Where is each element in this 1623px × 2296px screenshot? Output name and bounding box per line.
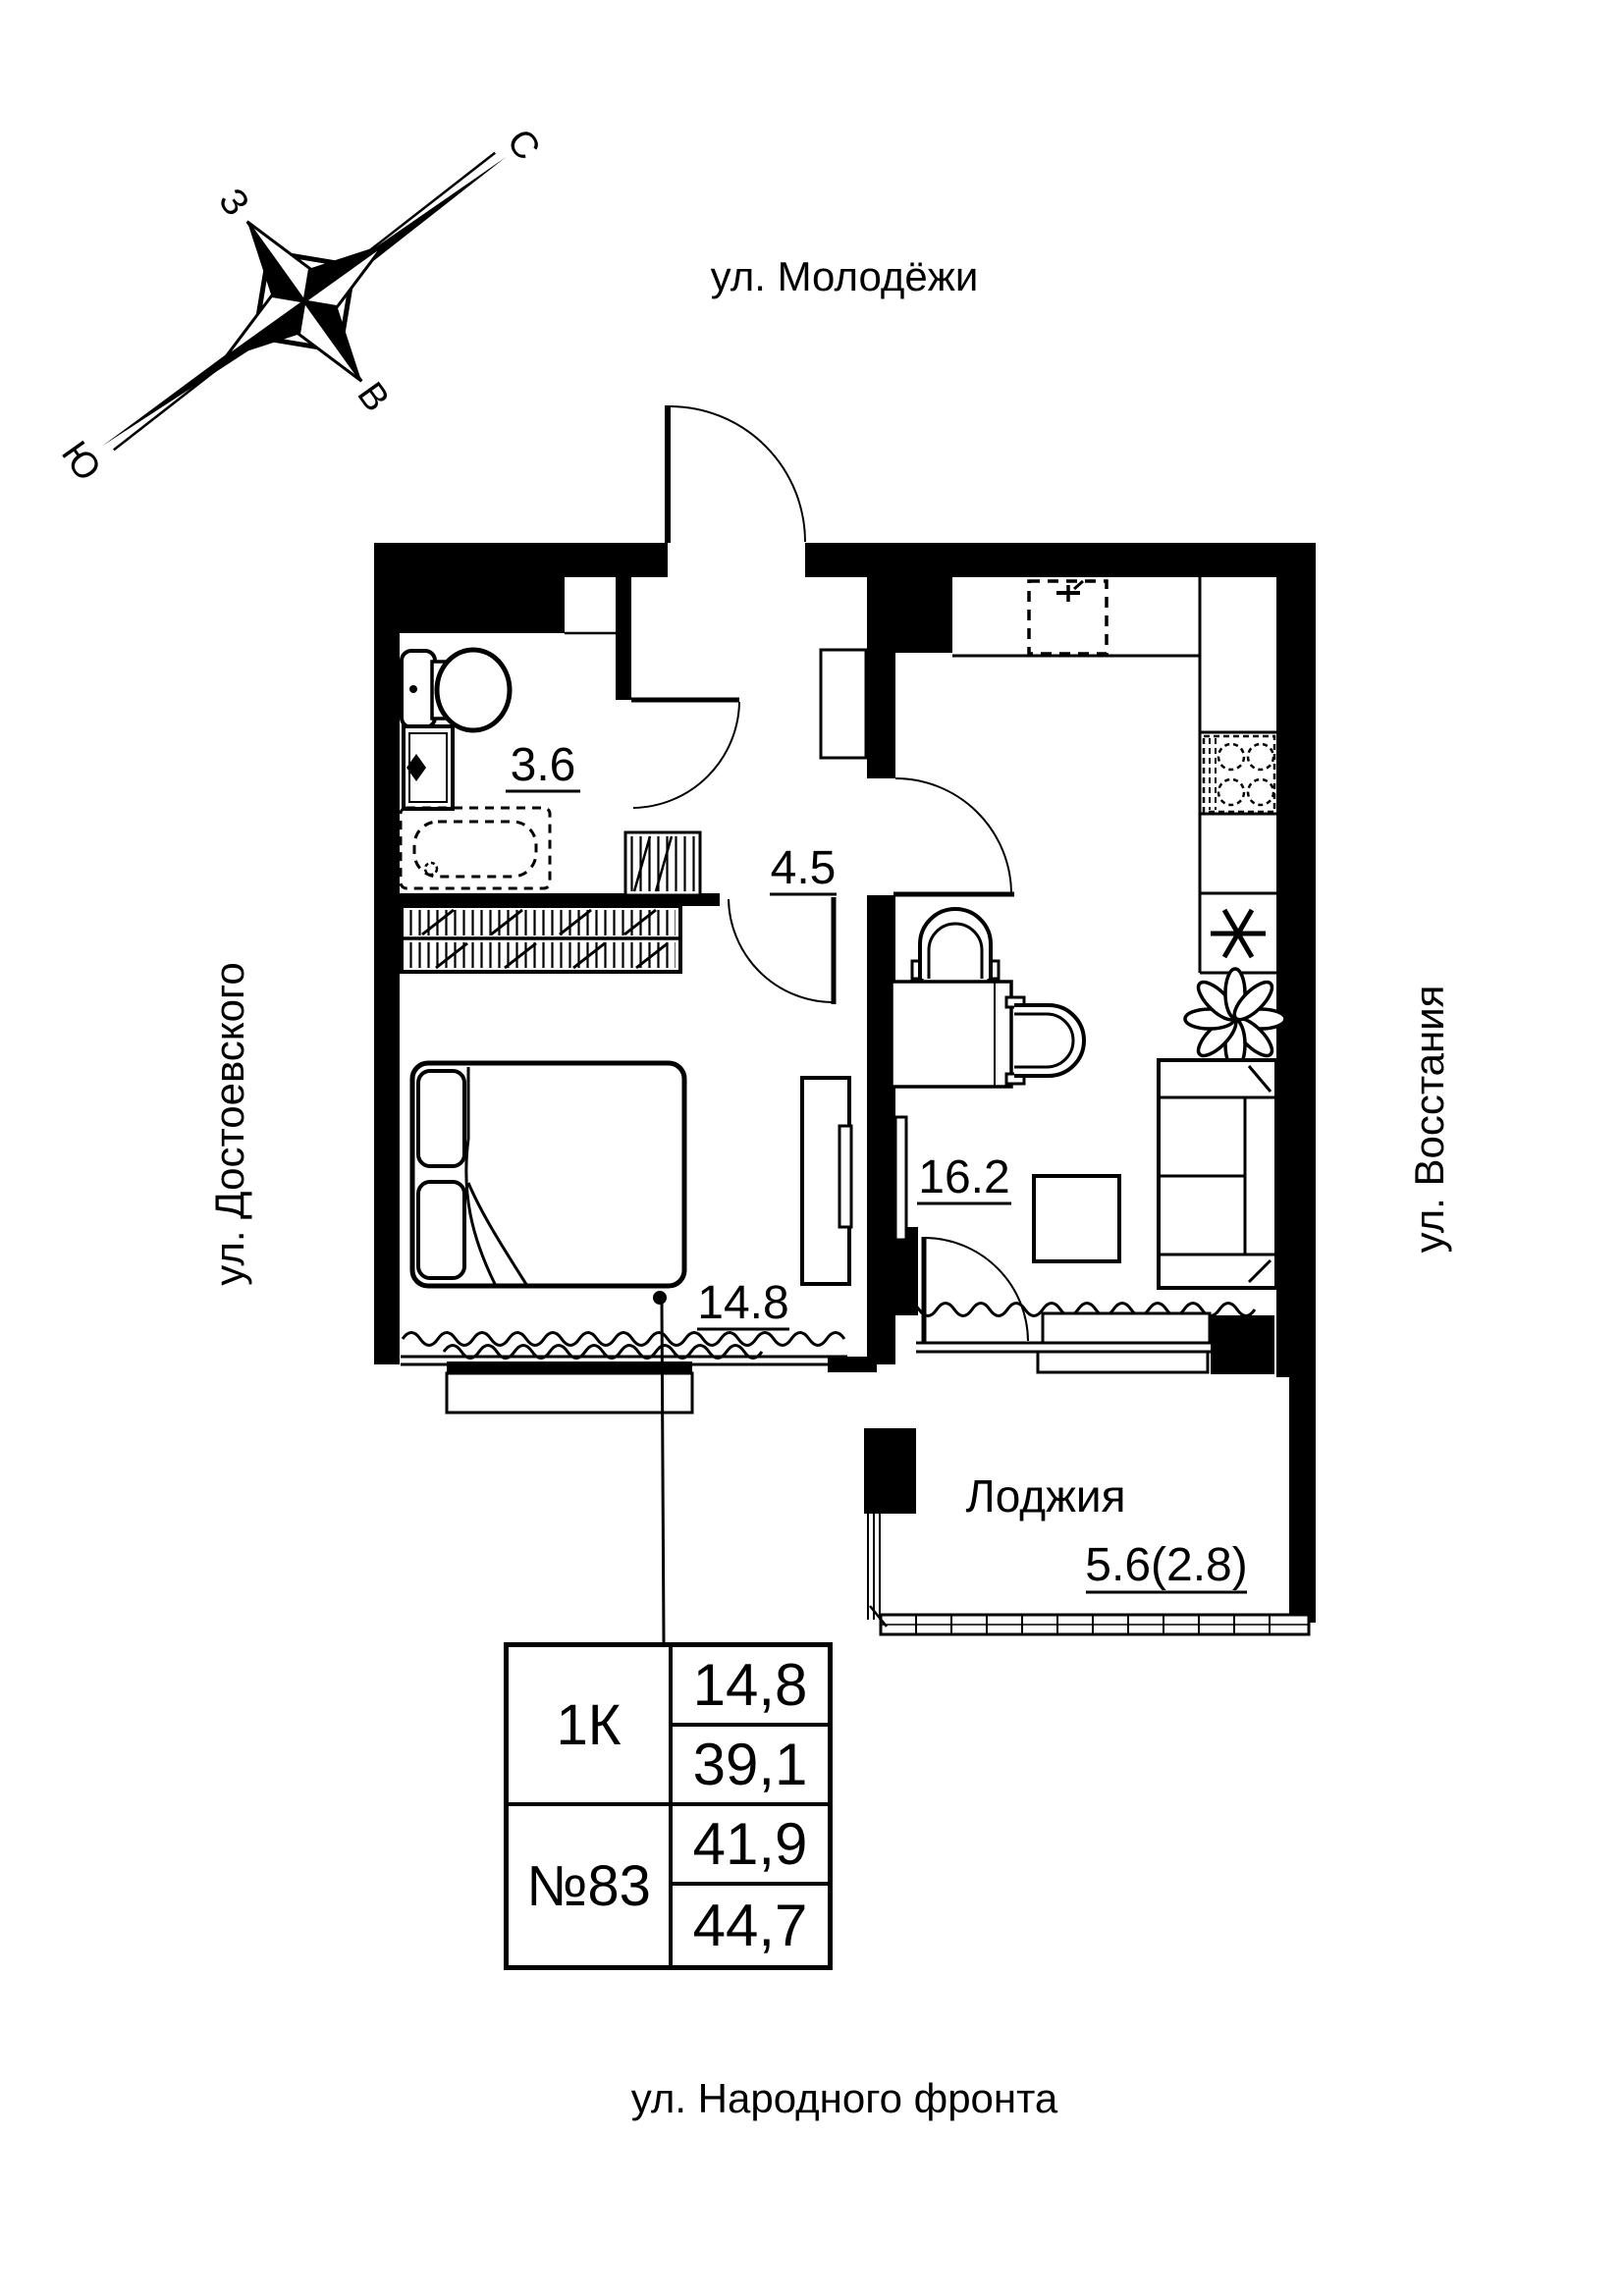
hallway-area-label: 4.5 xyxy=(771,842,837,894)
bathtub xyxy=(399,806,552,890)
utility-shafts xyxy=(565,631,868,760)
street-labels: ул. Молодёжи ул. Достоевского ул. Восста… xyxy=(206,253,1452,2121)
hallway-coat-rack xyxy=(623,830,702,897)
total-area-cell: 44,7 xyxy=(692,1893,808,1958)
compass-south-label: Ю xyxy=(53,434,108,489)
street-right-label: ул. Восстания xyxy=(1406,986,1452,1254)
apartment-type-cell: 1К xyxy=(509,1647,673,1806)
compass-north-label: С xyxy=(499,122,548,168)
kitchen-vent-box xyxy=(1027,579,1109,656)
bedroom-area-label: 14.8 xyxy=(697,1277,788,1329)
area-without-loggia-cell: 39,1 xyxy=(673,1727,828,1806)
kitchen-area-label: 16.2 xyxy=(918,1151,1009,1203)
fridge xyxy=(1211,908,1266,959)
loggia-glazing xyxy=(867,1514,1311,1636)
room-labels: 3.6 4.5 16.2 14.8 Лоджия 5.6(2.8) xyxy=(506,739,1248,1594)
area-with-half-loggia-cell: 41,9 xyxy=(673,1806,828,1886)
compass-east-label: В xyxy=(349,375,397,419)
compass-west-label: З xyxy=(210,182,257,224)
doors xyxy=(631,405,1029,1343)
stove xyxy=(1202,734,1276,814)
loggia-name-label: Лоджия xyxy=(966,1470,1126,1522)
bedroom-dresser-tv xyxy=(800,1076,853,1286)
desk-chair-right xyxy=(1004,995,1086,1086)
sink xyxy=(402,724,455,811)
apartment-info-table: 1К 14,8 39,1 №83 41,9 44,7 xyxy=(504,1642,833,1970)
tv xyxy=(893,1115,908,1242)
living-area-cell: 14,8 xyxy=(673,1647,828,1727)
leader-line xyxy=(653,1291,667,1643)
desk xyxy=(890,980,1013,1089)
desk-chair-top xyxy=(910,907,1001,981)
street-bottom-label: ул. Народного фронта xyxy=(631,2075,1058,2121)
windows xyxy=(401,1302,1257,1415)
walls xyxy=(374,543,1316,1623)
street-left-label: ул. Достоевского xyxy=(206,962,252,1285)
toilet xyxy=(400,647,513,733)
loggia-area-label: 5.6(2.8) xyxy=(1085,1539,1247,1591)
street-top-label: ул. Молодёжи xyxy=(711,253,979,299)
apartment-number-cell: №83 xyxy=(509,1806,673,1965)
sofa xyxy=(1157,1058,1278,1290)
bed xyxy=(409,1060,687,1289)
bathroom-area-label: 3.6 xyxy=(511,739,576,791)
coffee-table xyxy=(1032,1174,1121,1263)
compass-rose: С Ю З В xyxy=(53,122,548,489)
plant xyxy=(1183,967,1287,1071)
wardrobe xyxy=(400,904,682,974)
